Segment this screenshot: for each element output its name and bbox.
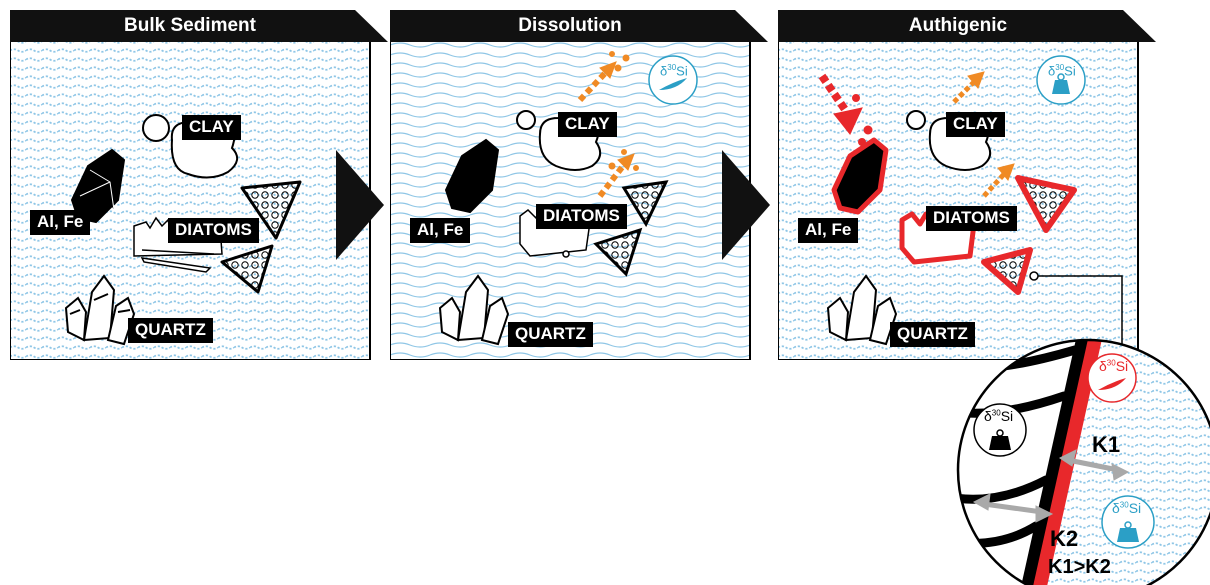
alfe-crystal (70, 148, 126, 224)
element-symbol: Si (1064, 63, 1076, 79)
label-diatoms: DIATOMS (536, 204, 627, 229)
quartz-crystal (438, 274, 510, 346)
arrow-transition-2 (722, 150, 770, 260)
label-alfe: Al, Fe (30, 210, 91, 235)
panel-authigenic: Authigenic δ30Si CLAY Al, Fe DIATOMS QUA… (778, 10, 1156, 360)
diatom-triangle-2 (220, 244, 274, 294)
zoom-isotope-dark: δ30Si (984, 408, 1013, 424)
mass-number: 30 (1119, 500, 1129, 510)
panel-bulk-sediment: Bulk Sediment CLAY Al, Fe DIATOMS QUARTZ (10, 10, 388, 360)
delta-symbol: δ (1112, 500, 1120, 516)
isotope-label: δ30Si (1048, 63, 1076, 78)
panel-authigenic-graphic (778, 10, 1156, 360)
panel-dissolution: Dissolution δ30Si CLAY Al, Fe DIATOMS QU… (390, 10, 768, 360)
alfe-crystal (444, 138, 500, 214)
weight-icon (1117, 528, 1139, 542)
mass-number: 30 (991, 408, 1001, 418)
element-symbol: Si (1000, 408, 1014, 424)
exchange-arrow-k2 (972, 493, 1054, 523)
label-quartz: QUARTZ (128, 318, 213, 343)
label-diatoms: DIATOMS (926, 206, 1017, 231)
element-symbol: Si (676, 63, 688, 79)
panel-bulk-sediment-graphic (10, 10, 388, 360)
label-k1: K1 (1092, 432, 1121, 457)
delta-symbol: δ (660, 63, 668, 79)
feather-icon (1098, 378, 1126, 390)
mass-number: 30 (1106, 358, 1116, 368)
label-clay: CLAY (558, 112, 617, 137)
isotope-badge-light (648, 55, 698, 105)
panel-title: Authigenic (908, 15, 1008, 36)
label-quartz: QUARTZ (890, 322, 975, 347)
zoom-isotope-red: δ30Si (1099, 358, 1128, 374)
label-alfe: Al, Fe (798, 218, 859, 243)
label-clay: CLAY (946, 112, 1005, 137)
diatom-triangle-1 (1015, 175, 1077, 233)
quartz-crystal (826, 274, 898, 346)
diatom-triangle-1 (621, 180, 669, 228)
element-symbol: Si (1128, 500, 1142, 516)
label-alfe: Al, Fe (410, 218, 471, 243)
delta-symbol: δ (1048, 63, 1056, 79)
orange-arrows (577, 51, 639, 198)
arrow-transition-1 (336, 150, 384, 260)
diatom-triangle-2 (981, 247, 1033, 295)
quartz-crystal (64, 274, 136, 346)
diatom-triangle-1 (240, 180, 302, 240)
delta-symbol: δ (1099, 358, 1107, 374)
delta-symbol: δ (984, 408, 992, 424)
isotope-badge-heavy (1036, 55, 1086, 105)
weight-icon (989, 436, 1011, 450)
label-quartz: QUARTZ (508, 322, 593, 347)
zoom-isotope-blue: δ30Si (1112, 500, 1141, 516)
isotope-label: δ30Si (660, 63, 688, 78)
diatom-triangle-2 (593, 227, 643, 277)
panel-title: Bulk Sediment (124, 15, 256, 36)
mass-number: 30 (667, 63, 677, 72)
alfe-crystal (831, 137, 889, 215)
label-diatoms: DIATOMS (168, 218, 259, 243)
weight-icon (1052, 80, 1070, 94)
feather-icon (659, 78, 687, 90)
element-symbol: Si (1115, 358, 1129, 374)
panel-dissolution-graphic (390, 10, 768, 360)
label-clay: CLAY (182, 115, 241, 140)
label-k2: K2 (1050, 526, 1079, 551)
label-k1-gt-k2: K1>K2 (1048, 556, 1111, 578)
mass-number: 30 (1055, 63, 1065, 72)
panel-title: Dissolution (518, 15, 622, 36)
orange-arrows (952, 71, 1015, 198)
